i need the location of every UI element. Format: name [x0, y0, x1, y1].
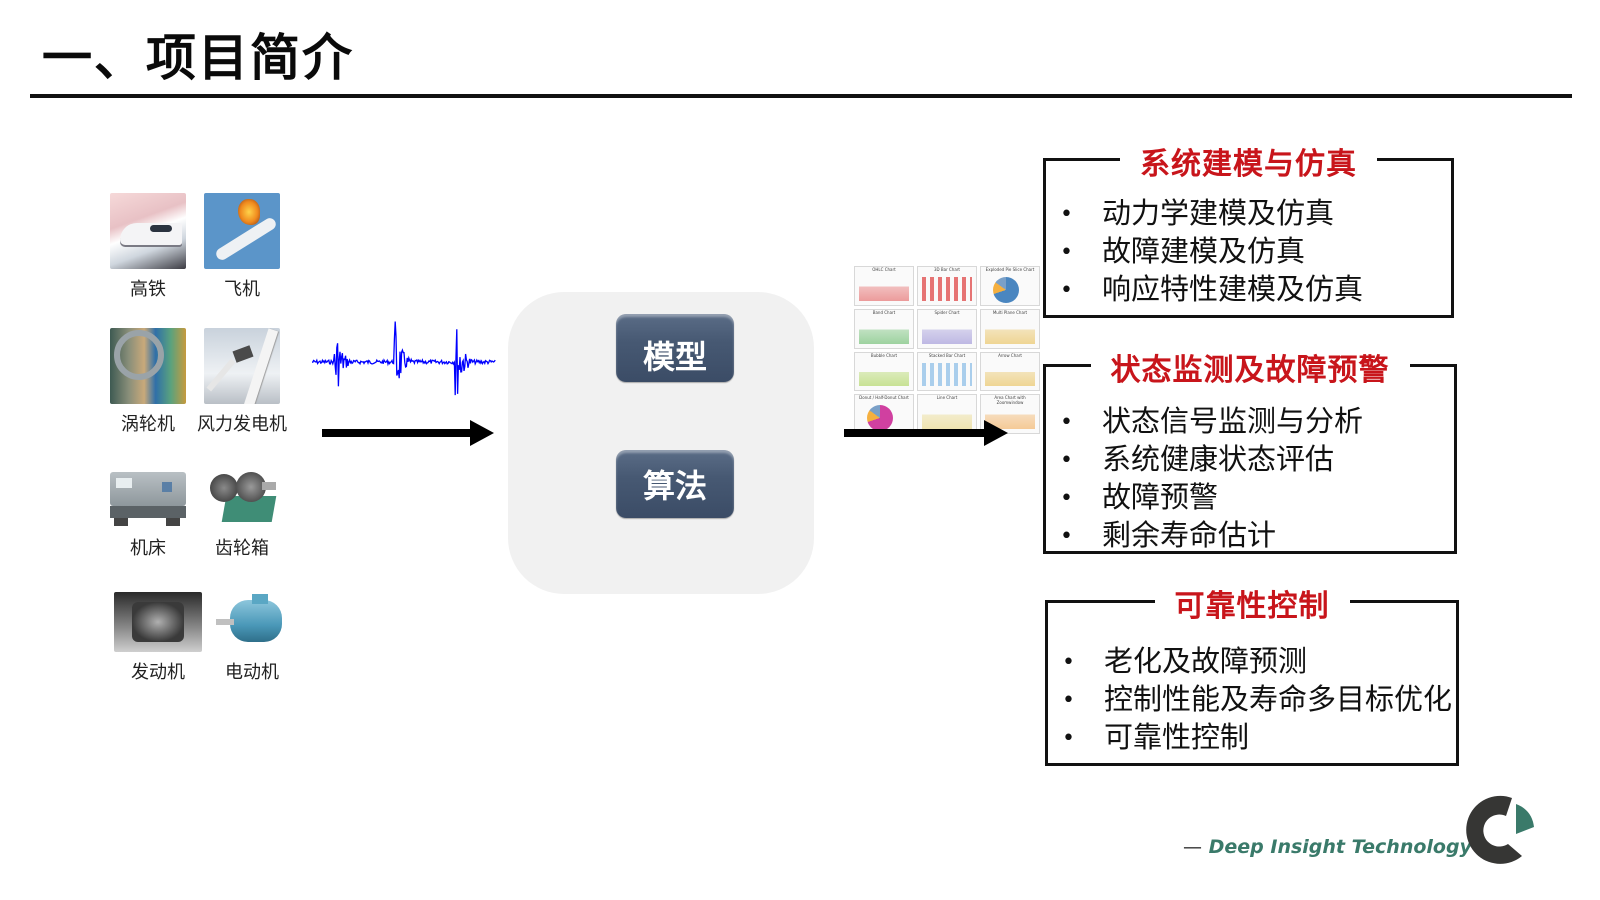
equipment-item: 电动机 — [207, 592, 297, 684]
chart-thumbnail-title: Spider Chart — [934, 309, 960, 315]
footer-tagline: — Deep Insight Technology — — [1183, 836, 1498, 858]
output-item: 老化及故障预测 — [1062, 643, 1452, 681]
chart-thumbnail-title: Donut / Half-Donut Chart — [859, 395, 909, 401]
chart-thumbnail-title: Band Chart — [872, 309, 896, 315]
slide-title: 一、项目简介 — [42, 29, 354, 87]
output-item: 动力学建模及仿真 — [1060, 195, 1363, 233]
equipment-item: 齿轮箱 — [197, 468, 287, 560]
electric-motor-icon — [212, 592, 292, 652]
turbine-icon — [110, 328, 186, 404]
chart-thumbnail: Bubble Chart — [854, 351, 914, 392]
output-heading: 状态监测及故障预警 — [1090, 353, 1410, 388]
output-item: 可靠性控制 — [1062, 719, 1452, 757]
chart-thumbnail-mark — [922, 277, 972, 301]
company-logo-icon — [1466, 795, 1534, 864]
equipment-label: 齿轮箱 — [215, 538, 269, 559]
chart-thumbnail-mark — [922, 319, 972, 344]
output-item: 响应特性建模及仿真 — [1060, 271, 1363, 309]
output-box-reliability: 可靠性控制 老化及故障预测 控制性能及寿命多目标优化 可靠性控制 — [1045, 589, 1459, 766]
engine-icon — [114, 592, 202, 652]
brand-name: Deep Insight Technology — [1208, 836, 1472, 858]
chart-thumbnail: Donut / Half-Donut Chart — [854, 394, 914, 434]
output-heading: 可靠性控制 — [1154, 589, 1350, 624]
chart-thumbnail-title: Multi Plane Chart — [992, 309, 1028, 315]
chart-thumbnail-mark — [859, 319, 909, 344]
chart-thumbnail-title: Bubble Chart — [870, 352, 898, 358]
output-item: 控制性能及寿命多目标优化 — [1062, 681, 1452, 719]
equipment-item: 涡轮机 — [103, 328, 193, 436]
equipment-item: 发动机 — [112, 592, 204, 684]
equipment-item: 飞机 — [197, 193, 287, 301]
chart-thumbnail: Exploded Pie Slice Chart — [980, 266, 1040, 306]
output-heading: 系统建模与仿真 — [1120, 147, 1377, 182]
machine-tool-icon — [108, 468, 188, 528]
model-label: 模型 — [642, 338, 707, 376]
chart-thumbnail: OHLC Chart — [854, 266, 914, 306]
chart-thumbnail-mark — [922, 405, 972, 429]
equipment-label: 电动机 — [225, 662, 279, 683]
equipment-label: 发动机 — [131, 662, 185, 683]
chart-thumbnail: Stacked Bar Chart — [917, 351, 977, 392]
output-arrow — [844, 420, 1008, 446]
vibration-waveform-icon — [312, 321, 496, 396]
chart-thumbnail-title: 3D Bar Chart — [934, 267, 960, 272]
model-algorithm-panel: 模型 算法 — [508, 292, 814, 594]
output-item: 系统健康状态评估 — [1060, 441, 1363, 479]
airplane-icon — [204, 193, 280, 269]
chart-thumbnail: Line Chart — [917, 394, 977, 434]
high-speed-train-icon — [110, 193, 186, 269]
chart-thumbnail-mark — [859, 277, 909, 301]
output-box-modeling: 系统建模与仿真 动力学建模及仿真 故障建模及仿真 响应特性建模及仿真 — [1043, 147, 1454, 318]
chart-thumbnail-title: OHLC Chart — [872, 267, 896, 272]
gearbox-icon — [202, 468, 282, 528]
chart-thumbnail-mark — [985, 319, 1035, 344]
chart-thumbnail-title: Stacked Bar Chart — [928, 352, 966, 358]
chart-thumbnail-mark — [859, 362, 909, 387]
equipment-label: 机床 — [130, 538, 166, 559]
chart-thumbnail: Area Chart with Zoomwindow — [980, 394, 1040, 434]
chart-thumbnail-mark — [922, 362, 972, 387]
chart-thumbnail-title: Arrow Chart — [998, 352, 1022, 358]
chart-thumbnail-title: Line Chart — [936, 395, 958, 401]
algorithm-button[interactable]: 算法 — [616, 450, 734, 518]
wind-turbine-icon — [204, 328, 280, 404]
chart-thumbnail-title: Exploded Pie Slice Chart — [985, 267, 1035, 272]
output-item: 状态信号监测与分析 — [1060, 403, 1363, 441]
chart-thumbnail: Band Chart — [854, 308, 914, 349]
equipment-item: 高铁 — [103, 193, 193, 301]
equipment-label: 风力发电机 — [197, 414, 287, 435]
footer-dash: — — [1183, 836, 1202, 858]
title-divider — [30, 94, 1572, 98]
chart-thumbnail-mark — [867, 405, 893, 432]
equipment-item: 风力发电机 — [197, 328, 287, 436]
output-item: 故障建模及仿真 — [1060, 233, 1363, 271]
chart-thumbnail: Arrow Chart — [980, 351, 1040, 392]
input-arrow — [322, 420, 494, 446]
chart-thumbnail-mark — [985, 362, 1035, 387]
chart-gallery: OHLC Chart 3D Bar Chart Exploded Pie Slice… — [854, 266, 1040, 434]
chart-thumbnail: 3D Bar Chart — [917, 266, 977, 306]
chart-thumbnail-title: Area Chart with Zoomwindow — [994, 395, 1026, 406]
chart-thumbnail: Multi Plane Chart — [980, 308, 1040, 349]
model-button[interactable]: 模型 — [616, 314, 734, 382]
output-item: 故障预警 — [1060, 479, 1363, 517]
output-item: 剩余寿命估计 — [1060, 517, 1363, 555]
chart-thumbnail-mark — [993, 277, 1019, 303]
equipment-item: 机床 — [103, 468, 193, 560]
chart-thumbnail: Spider Chart — [917, 308, 977, 349]
algorithm-label: 算法 — [642, 467, 707, 505]
equipment-label: 涡轮机 — [121, 414, 175, 435]
output-box-monitoring: 状态监测及故障预警 状态信号监测与分析 系统健康状态评估 故障预警 剩余寿命估计 — [1043, 353, 1457, 555]
equipment-label: 飞机 — [224, 279, 260, 300]
equipment-label: 高铁 — [130, 279, 166, 300]
